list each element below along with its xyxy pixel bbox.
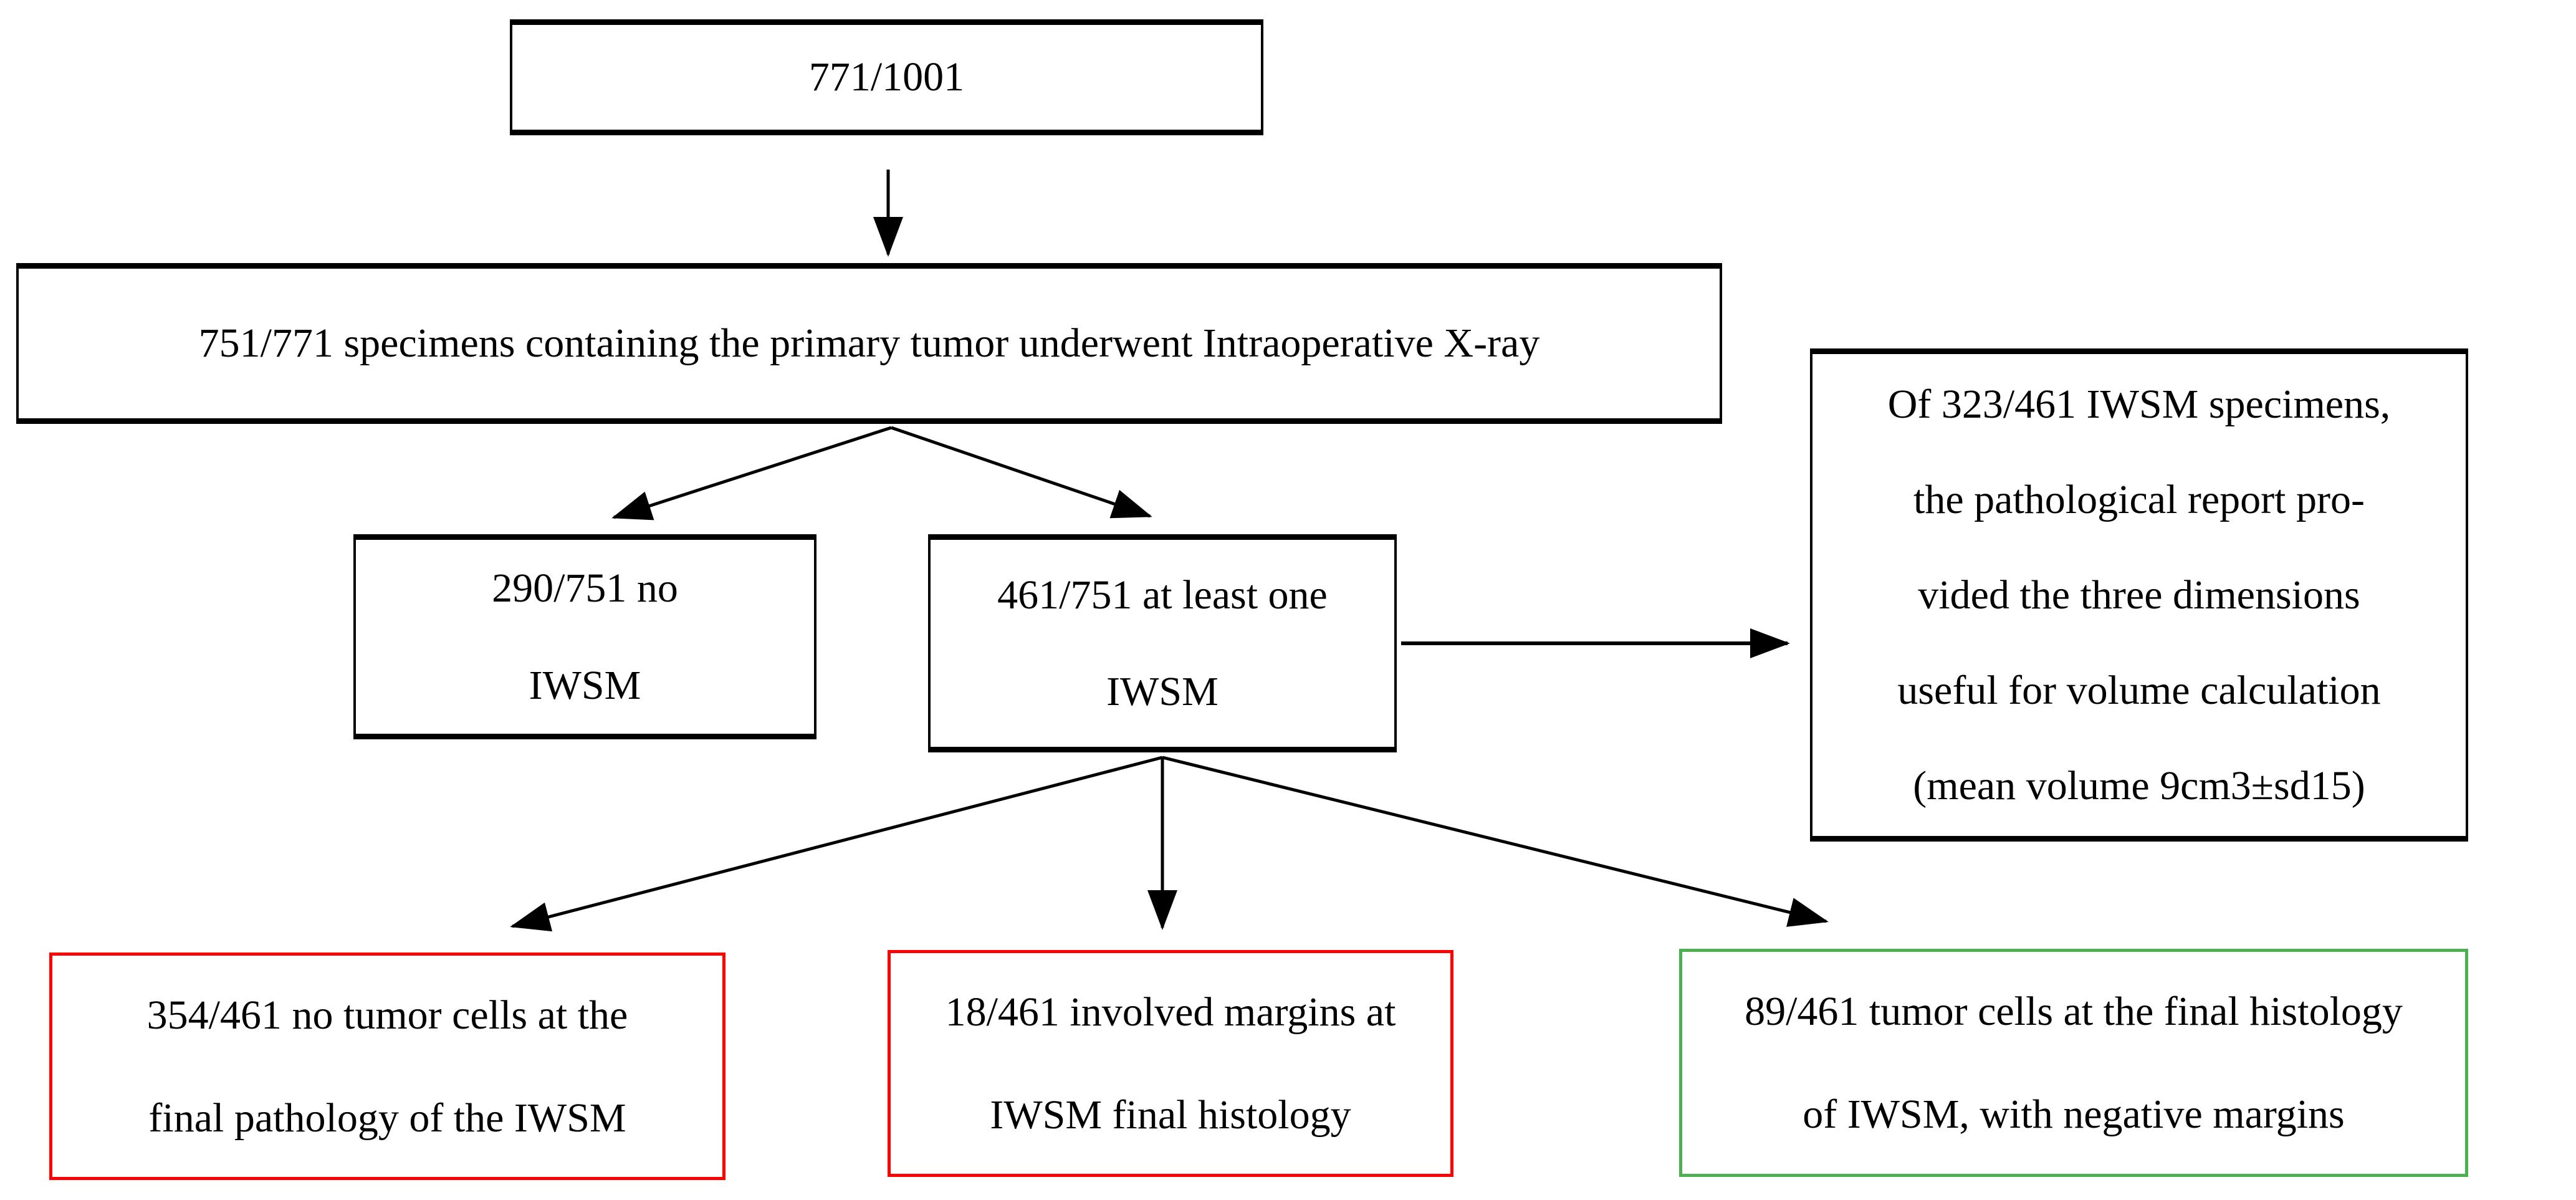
negative-margins-line-2: of IWSM, with negative margins xyxy=(1803,1092,2345,1137)
at-least-one-iwsm-line-2: IWSM xyxy=(1106,669,1219,714)
involved-margins-line-2: IWSM final histology xyxy=(990,1092,1351,1138)
box-at-least-one-iwsm: 461/751 at least one IWSM xyxy=(928,534,1397,752)
arrow-xray-to-no-iwsm xyxy=(611,426,892,521)
at-least-one-iwsm-line-1: 461/751 at least one xyxy=(997,572,1328,618)
arrow-xray-to-at-least-one-iwsm xyxy=(891,426,1152,519)
volume-line-4: useful for volume calculation xyxy=(1897,668,2381,714)
no-tumor-cells-line-2: final pathology of the IWSM xyxy=(148,1095,626,1141)
arrow-iwsm-to-no-tumor-cells xyxy=(510,756,1163,932)
volume-line-3: vided the three dimensions xyxy=(1918,572,2360,618)
box-no-iwsm: 290/751 no IWSM xyxy=(353,534,816,739)
xray-text: 751/771 specimens containing the primary… xyxy=(198,320,1540,367)
arrow-iwsm-to-negative-margins xyxy=(1162,756,1829,927)
no-tumor-cells-line-1: 354/461 no tumor cells at the xyxy=(146,992,628,1038)
no-iwsm-line-1: 290/751 no xyxy=(492,565,678,612)
volume-line-1: Of 323/461 IWSM specimens, xyxy=(1887,381,2391,427)
box-volume-calculation: Of 323/461 IWSM specimens, the pathologi… xyxy=(1810,348,2468,842)
no-iwsm-line-2: IWSM xyxy=(529,662,641,708)
box-intraoperative-xray: 751/771 specimens containing the primary… xyxy=(16,263,1722,424)
box-involved-margins: 18/461 involved margins at IWSM final hi… xyxy=(888,950,1453,1177)
box-enrolled-specimens: 771/1001 xyxy=(510,19,1263,135)
enrolled-count-text: 771/1001 xyxy=(808,54,965,100)
volume-line-2: the pathological report pro- xyxy=(1913,476,2365,522)
negative-margins-line-1: 89/461 tumor cells at the final histolog… xyxy=(1745,989,2403,1034)
box-tumor-cells-negative-margins: 89/461 tumor cells at the final histolog… xyxy=(1679,949,2468,1177)
volume-line-5: (mean volume 9cm3±sd15) xyxy=(1913,763,2365,809)
box-no-tumor-cells: 354/461 no tumor cells at the final path… xyxy=(49,953,725,1180)
involved-margins-line-1: 18/461 involved margins at xyxy=(945,989,1396,1035)
